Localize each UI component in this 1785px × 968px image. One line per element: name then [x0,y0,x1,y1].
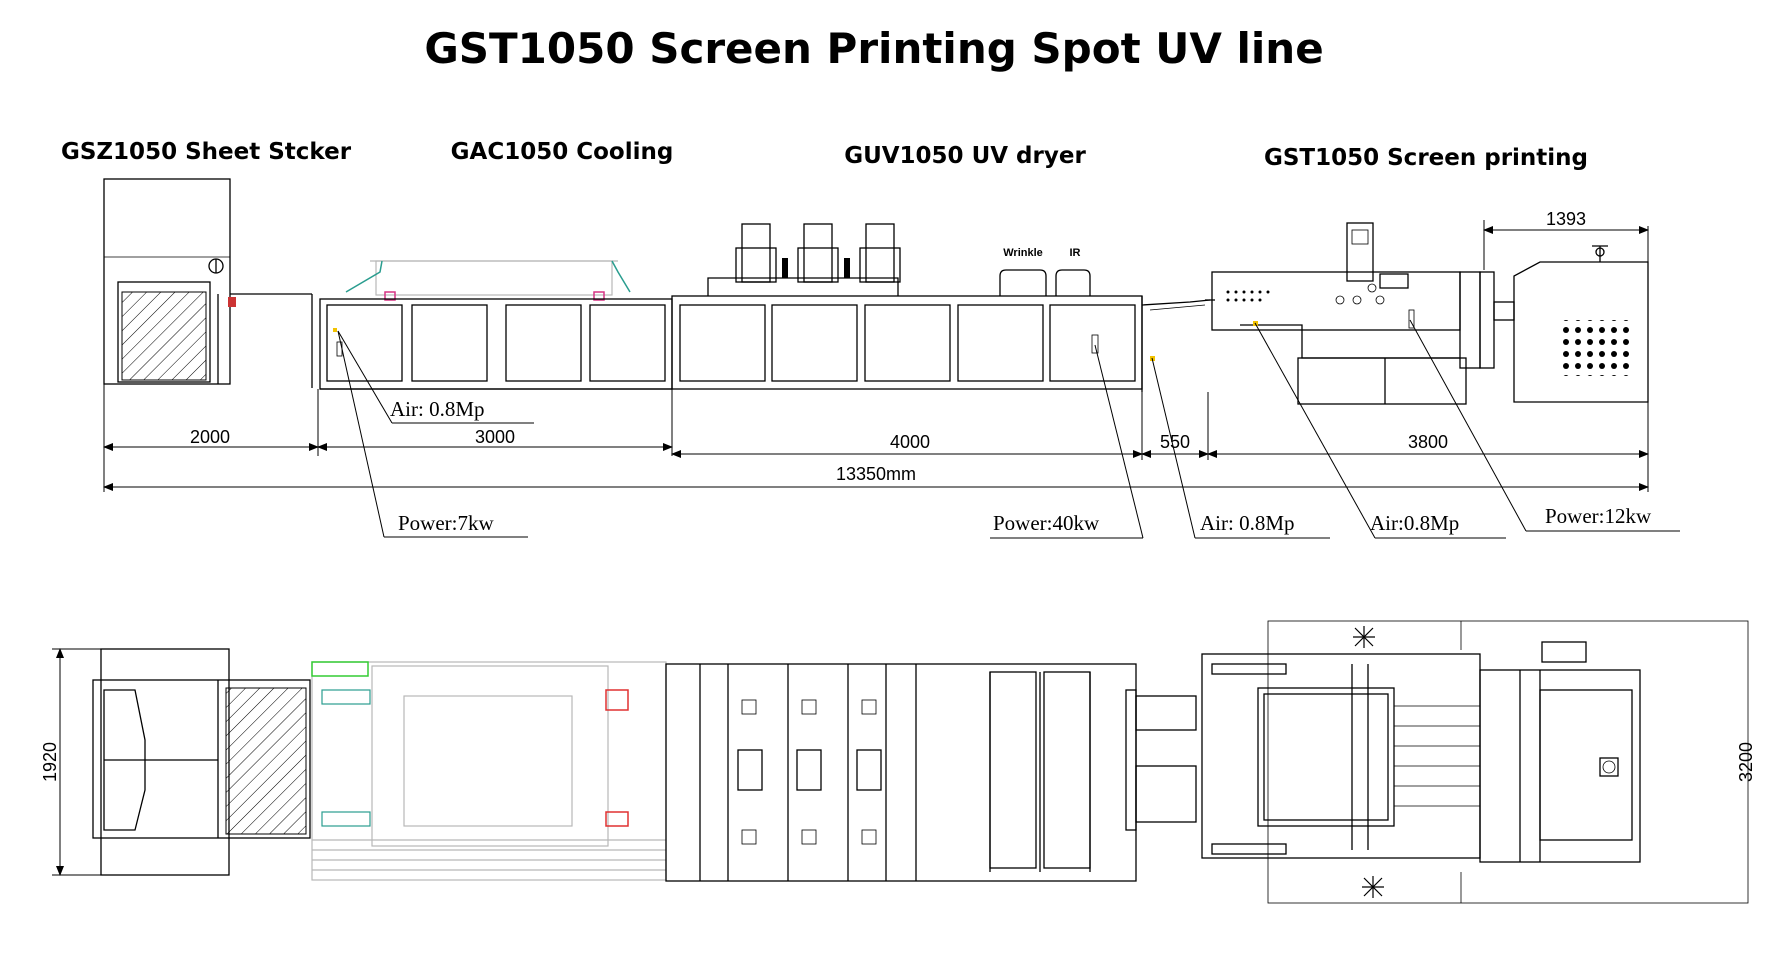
dim-stacker: 2000 [190,427,230,447]
transfer-conveyor-elevation [1141,299,1215,311]
dim-gap: 550 [1160,432,1190,452]
callout-leaders [337,319,1680,539]
heading-cooling: GAC1050 Cooling [451,139,674,165]
dim-feeder: 1393 [1546,209,1586,229]
dim-width-left: 1920 [40,742,60,782]
callout-air-screen: Air:0.8Mp [1370,511,1459,535]
callout-power-dryer: Power:40kw [993,511,1100,535]
dim-dryer: 4000 [890,432,930,452]
dim-screen: 3800 [1408,432,1448,452]
sheet-stacker-elevation [103,178,313,388]
page-title: GST1050 Screen Printing Spot UV line [424,24,1323,73]
transfer-conveyor-plan [1125,689,1197,831]
heading-uv-dryer: GUV1050 UV dryer [844,143,1086,169]
label-wrinkle: Wrinkle [1003,247,1043,259]
callout-power-screen: Power:12kw [1545,504,1652,528]
heading-screen-printing: GST1050 Screen printing [1264,145,1588,171]
dim-width-right: 3200 [1736,742,1756,782]
cooling-unit-plan [311,661,667,881]
uv-dryer-plan [665,663,1137,882]
callout-air-cooling: Air: 0.8Mp [390,397,485,421]
sheet-stacker-plan [92,648,311,876]
heading-sheet-stacker: GSZ1050 Sheet Stcker [61,139,352,165]
label-ir: IR [1070,247,1081,259]
screen-printer-plan [1201,641,1641,863]
cooling-unit-elevation [319,260,673,390]
callout-air-transfer: Air: 0.8Mp [1200,511,1295,535]
dimension-lines [103,220,1649,492]
uv-dryer-elevation: Wrinkle IR [671,223,1155,392]
dim-cooling: 3000 [475,427,515,447]
screen-printer-elevation [1211,222,1649,405]
dim-total: 13350mm [836,464,916,484]
callout-power-cooling: Power:7kw [398,511,494,535]
footprint-outline [1267,620,1749,904]
